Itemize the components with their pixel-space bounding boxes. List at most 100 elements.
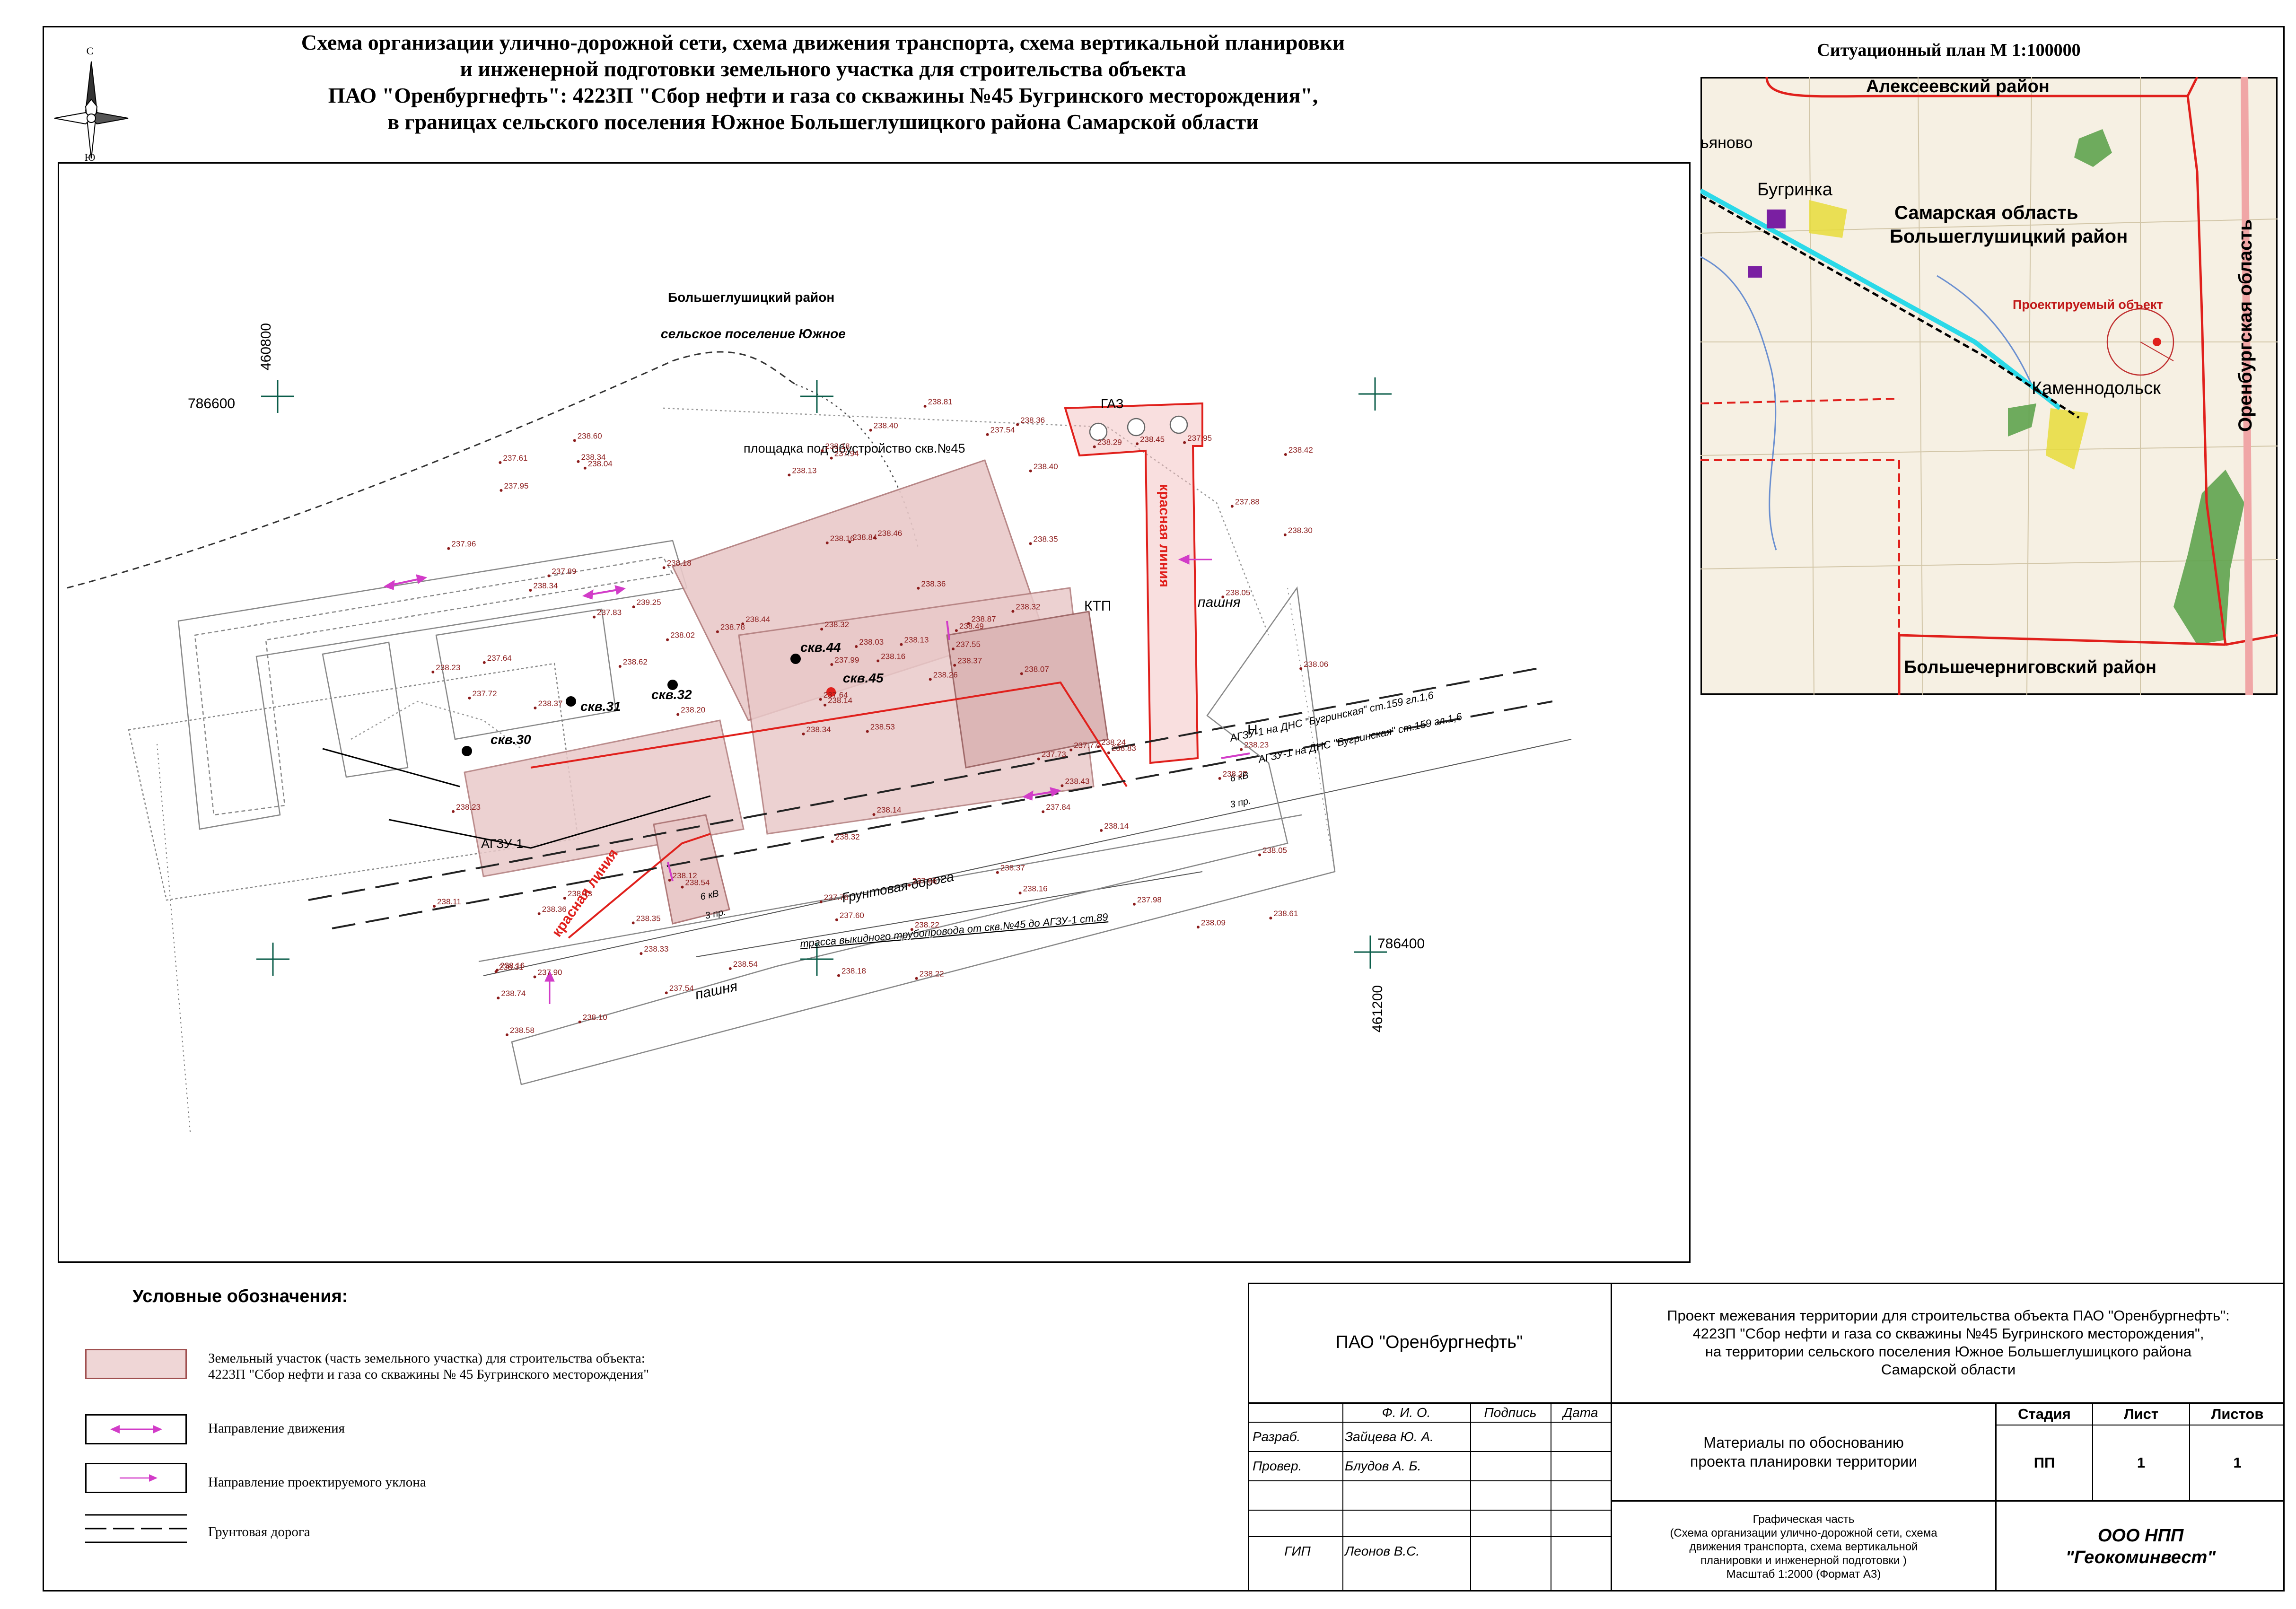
title-block: ПАО "Оренбургнефть" Проект межевания тер… <box>1248 1283 2285 1592</box>
elevation-label: 238.58 <box>510 1026 535 1035</box>
well-label-31: скв.31 <box>580 699 621 714</box>
elevation-label: 237.90 <box>538 968 562 977</box>
elevation-label: 238.37 <box>957 656 982 665</box>
elevation-point <box>802 732 805 735</box>
elevation-label: 238.27 <box>1223 770 1247 778</box>
stamp-stage-value: ПП <box>2033 1454 2055 1471</box>
wells <box>462 654 836 756</box>
elevation-point <box>1042 810 1045 813</box>
elevation-point <box>835 918 838 921</box>
elevation-point <box>500 489 503 492</box>
elevation-point <box>953 664 956 667</box>
elevation-point <box>986 433 989 436</box>
legend-road-swatch <box>85 1513 187 1544</box>
elevation-point <box>900 643 903 646</box>
elevation-label: 238.33 <box>644 944 668 953</box>
elevation-label: 238.61 <box>1273 909 1298 918</box>
elevation-point <box>573 439 576 442</box>
elevation-point <box>1132 902 1136 906</box>
elevation-point <box>665 991 668 995</box>
elevation-label: 238.40 <box>874 421 898 430</box>
elevation-point <box>447 547 450 550</box>
elevation-label: 237.98 <box>1137 895 1162 904</box>
well-label-32: скв.32 <box>651 687 692 702</box>
stamp-role-dev: Разраб. <box>1253 1429 1301 1444</box>
coordinate-crosses <box>256 377 1392 976</box>
elevation-label: 238.87 <box>972 614 996 623</box>
elevation-point <box>547 574 551 577</box>
legend-parcel-line-2: 4223П "Сбор нефти и газа со скважины № 4… <box>208 1367 649 1382</box>
elevation-point <box>433 905 436 908</box>
stamp-graphic-line-4: планировки и инженерной подготовки ) <box>1700 1554 1907 1567</box>
elevation-label: 238.32 <box>824 620 849 629</box>
title-line-3: ПАО "Оренбургнефть": 4223П "Сбор нефти и… <box>328 83 1318 107</box>
plowed-field-outline <box>511 586 1336 1085</box>
title-line-4: в границах сельского поселения Южное Бол… <box>387 110 1259 134</box>
main-map: скв.30 скв.31 скв.32 скв.44 скв.45 Больш… <box>67 290 1572 1132</box>
elevation-label: 238.35 <box>636 914 661 923</box>
movement-arrows <box>383 554 1250 1004</box>
elevation-point <box>855 645 858 648</box>
elevation-label: 238.11 <box>437 897 461 906</box>
sit-labels: Алексеевский район Самарская область Бол… <box>1700 77 2256 677</box>
elevation-label: 237.95 <box>504 481 528 490</box>
elevation-label: 237.89 <box>552 567 576 576</box>
legend-slope-swatch <box>85 1463 187 1493</box>
district-label: Большеглушицкий район <box>668 290 834 305</box>
elevation-point <box>955 629 958 632</box>
elevation-point <box>873 536 876 540</box>
elevation-label: 238.32 <box>835 832 860 841</box>
sit-label-bolshechern: Большечерниговский район <box>1904 657 2156 677</box>
elevation-label: 238.14 <box>828 696 852 705</box>
elevation-point <box>910 928 913 931</box>
yellow-areas <box>1809 200 2088 470</box>
elevation-label: 237.88 <box>1235 498 1260 507</box>
elevation-label: 238.74 <box>501 989 526 998</box>
stamp-header-sign: Подпись <box>1484 1405 1537 1420</box>
stamp-org-line-2: "Геокоминвест" <box>2065 1548 2216 1567</box>
elevation-label: 238.37 <box>1000 864 1025 873</box>
elevation-point <box>1221 595 1225 599</box>
legend-parcel-line-1: Земельный участок (часть земельного учас… <box>208 1351 645 1366</box>
elevation-point <box>1183 441 1186 444</box>
red-line-label-1: красная линия <box>1157 484 1172 587</box>
stamp-graphic: Графическая часть (Схема организации ули… <box>1612 1502 1995 1592</box>
elevation-point <box>1283 533 1287 536</box>
elevation-point <box>788 473 791 477</box>
elevation-label: 237.83 <box>597 608 622 617</box>
legend-title: Условные обозначения: <box>132 1286 348 1306</box>
elevation-label: 238.14 <box>1104 822 1129 831</box>
elevation-point <box>537 912 541 915</box>
dirt-road-label: Грунтовая дорога <box>841 869 955 905</box>
elevation-label: 238.22 <box>915 920 939 929</box>
sit-label-kamennodolsk: Каменнодольск <box>2032 378 2161 398</box>
elevation-label: 238.36 <box>542 905 567 914</box>
sheet-frame <box>43 26 2285 1592</box>
elevation-point <box>951 647 955 651</box>
elevation-label: 237.61 <box>503 454 527 463</box>
stamp-project-line-4: Самарской области <box>1881 1361 2016 1378</box>
well-label-30: скв.30 <box>491 732 531 747</box>
coord-y-bottom: 786400 <box>1377 936 1425 952</box>
elevation-point <box>1284 453 1287 456</box>
elevation-point <box>825 541 829 544</box>
elevation-label: 238.43 <box>1065 777 1089 786</box>
gas-label: ГАЗ <box>1101 396 1124 411</box>
elevation-point <box>1100 829 1103 832</box>
pipelines <box>308 667 1572 976</box>
gas-unit <box>1089 415 1188 441</box>
pipe-label-1: АГЗУ-1 на ДНС "Бугринская" ст.159 гл.1,6 <box>1228 689 1435 744</box>
elevation-point <box>668 879 671 882</box>
main-map-frame <box>58 162 1691 1263</box>
elevation-point <box>1258 853 1262 857</box>
railway-line <box>1700 194 2080 419</box>
elevation-point <box>996 871 999 874</box>
elevation-point <box>741 622 745 626</box>
elevation-point <box>830 456 833 460</box>
elevation-point <box>452 810 455 813</box>
title-line-2: и инженерной подготовки земельного участ… <box>460 57 1186 81</box>
elevation-label: 237.64 <box>824 691 848 700</box>
elevation-point <box>915 977 918 980</box>
agzu-label: АГЗУ-1 <box>481 837 523 851</box>
stamp-project: Проект межевания территории для строител… <box>1612 1283 2285 1402</box>
